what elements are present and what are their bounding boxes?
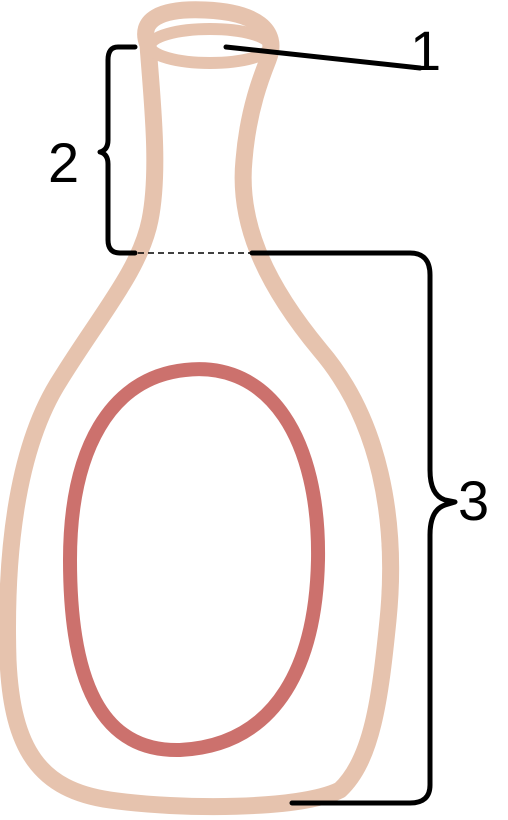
label-2: 2 — [48, 131, 79, 194]
brace-2 — [97, 44, 138, 256]
outer-outline — [0, 1, 400, 816]
brace-3 — [249, 250, 458, 806]
label-1: 1 — [410, 19, 441, 82]
inner-oval — [62, 362, 326, 758]
leader-line-1 — [223, 44, 423, 71]
label-3: 3 — [458, 469, 489, 532]
top-opening — [144, 23, 276, 69]
